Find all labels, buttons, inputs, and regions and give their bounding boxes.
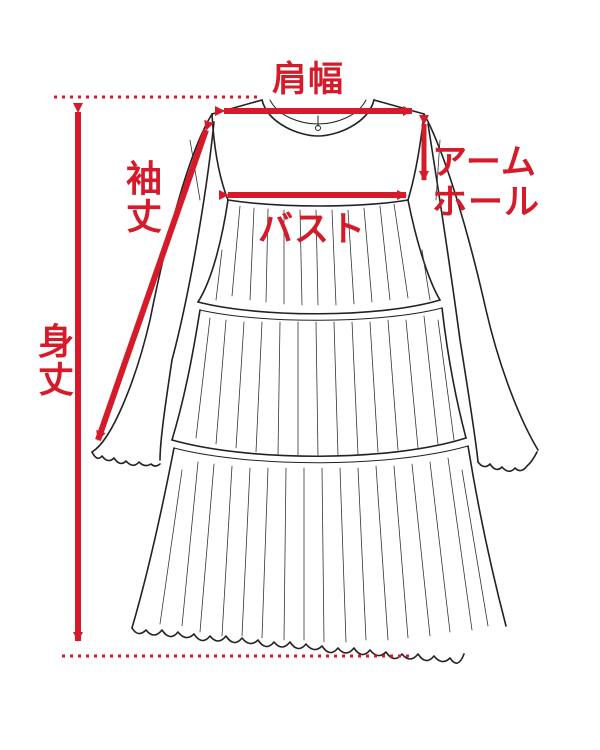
neckline: [261, 99, 375, 137]
label-armhole-line2: ホール: [432, 183, 541, 223]
right-sleeve-inner: [427, 123, 479, 463]
skirt-hem: [131, 627, 465, 664]
label-bust: バスト: [258, 210, 367, 250]
tier3-right: [467, 445, 507, 627]
tier2-hem: [171, 437, 467, 458]
tier3-left: [131, 447, 175, 629]
tier2-right: [441, 307, 467, 439]
right-sleeve-outer: [423, 113, 539, 451]
bodice-left: [211, 113, 229, 201]
tier1-hem: [197, 299, 441, 315]
measurements: [54, 95, 429, 658]
label-body-length: 身丈: [37, 322, 74, 401]
tier1-left: [197, 199, 229, 303]
tier2-hem-inner: [173, 445, 469, 464]
gather-folds: [159, 139, 489, 643]
label-shoulder-width: 肩幅: [272, 60, 345, 100]
label-armhole-line1: アーム: [432, 143, 537, 183]
tier2-left: [171, 309, 201, 441]
sleeve-length-arrow: [95, 119, 214, 441]
bust-seam: [227, 199, 409, 207]
left-cuff: [91, 451, 161, 467]
label-sleeve-length: 袖丈: [125, 159, 162, 238]
tier1-right: [407, 199, 441, 301]
tier1-hem-inner: [199, 307, 443, 321]
right-cuff: [477, 451, 538, 473]
